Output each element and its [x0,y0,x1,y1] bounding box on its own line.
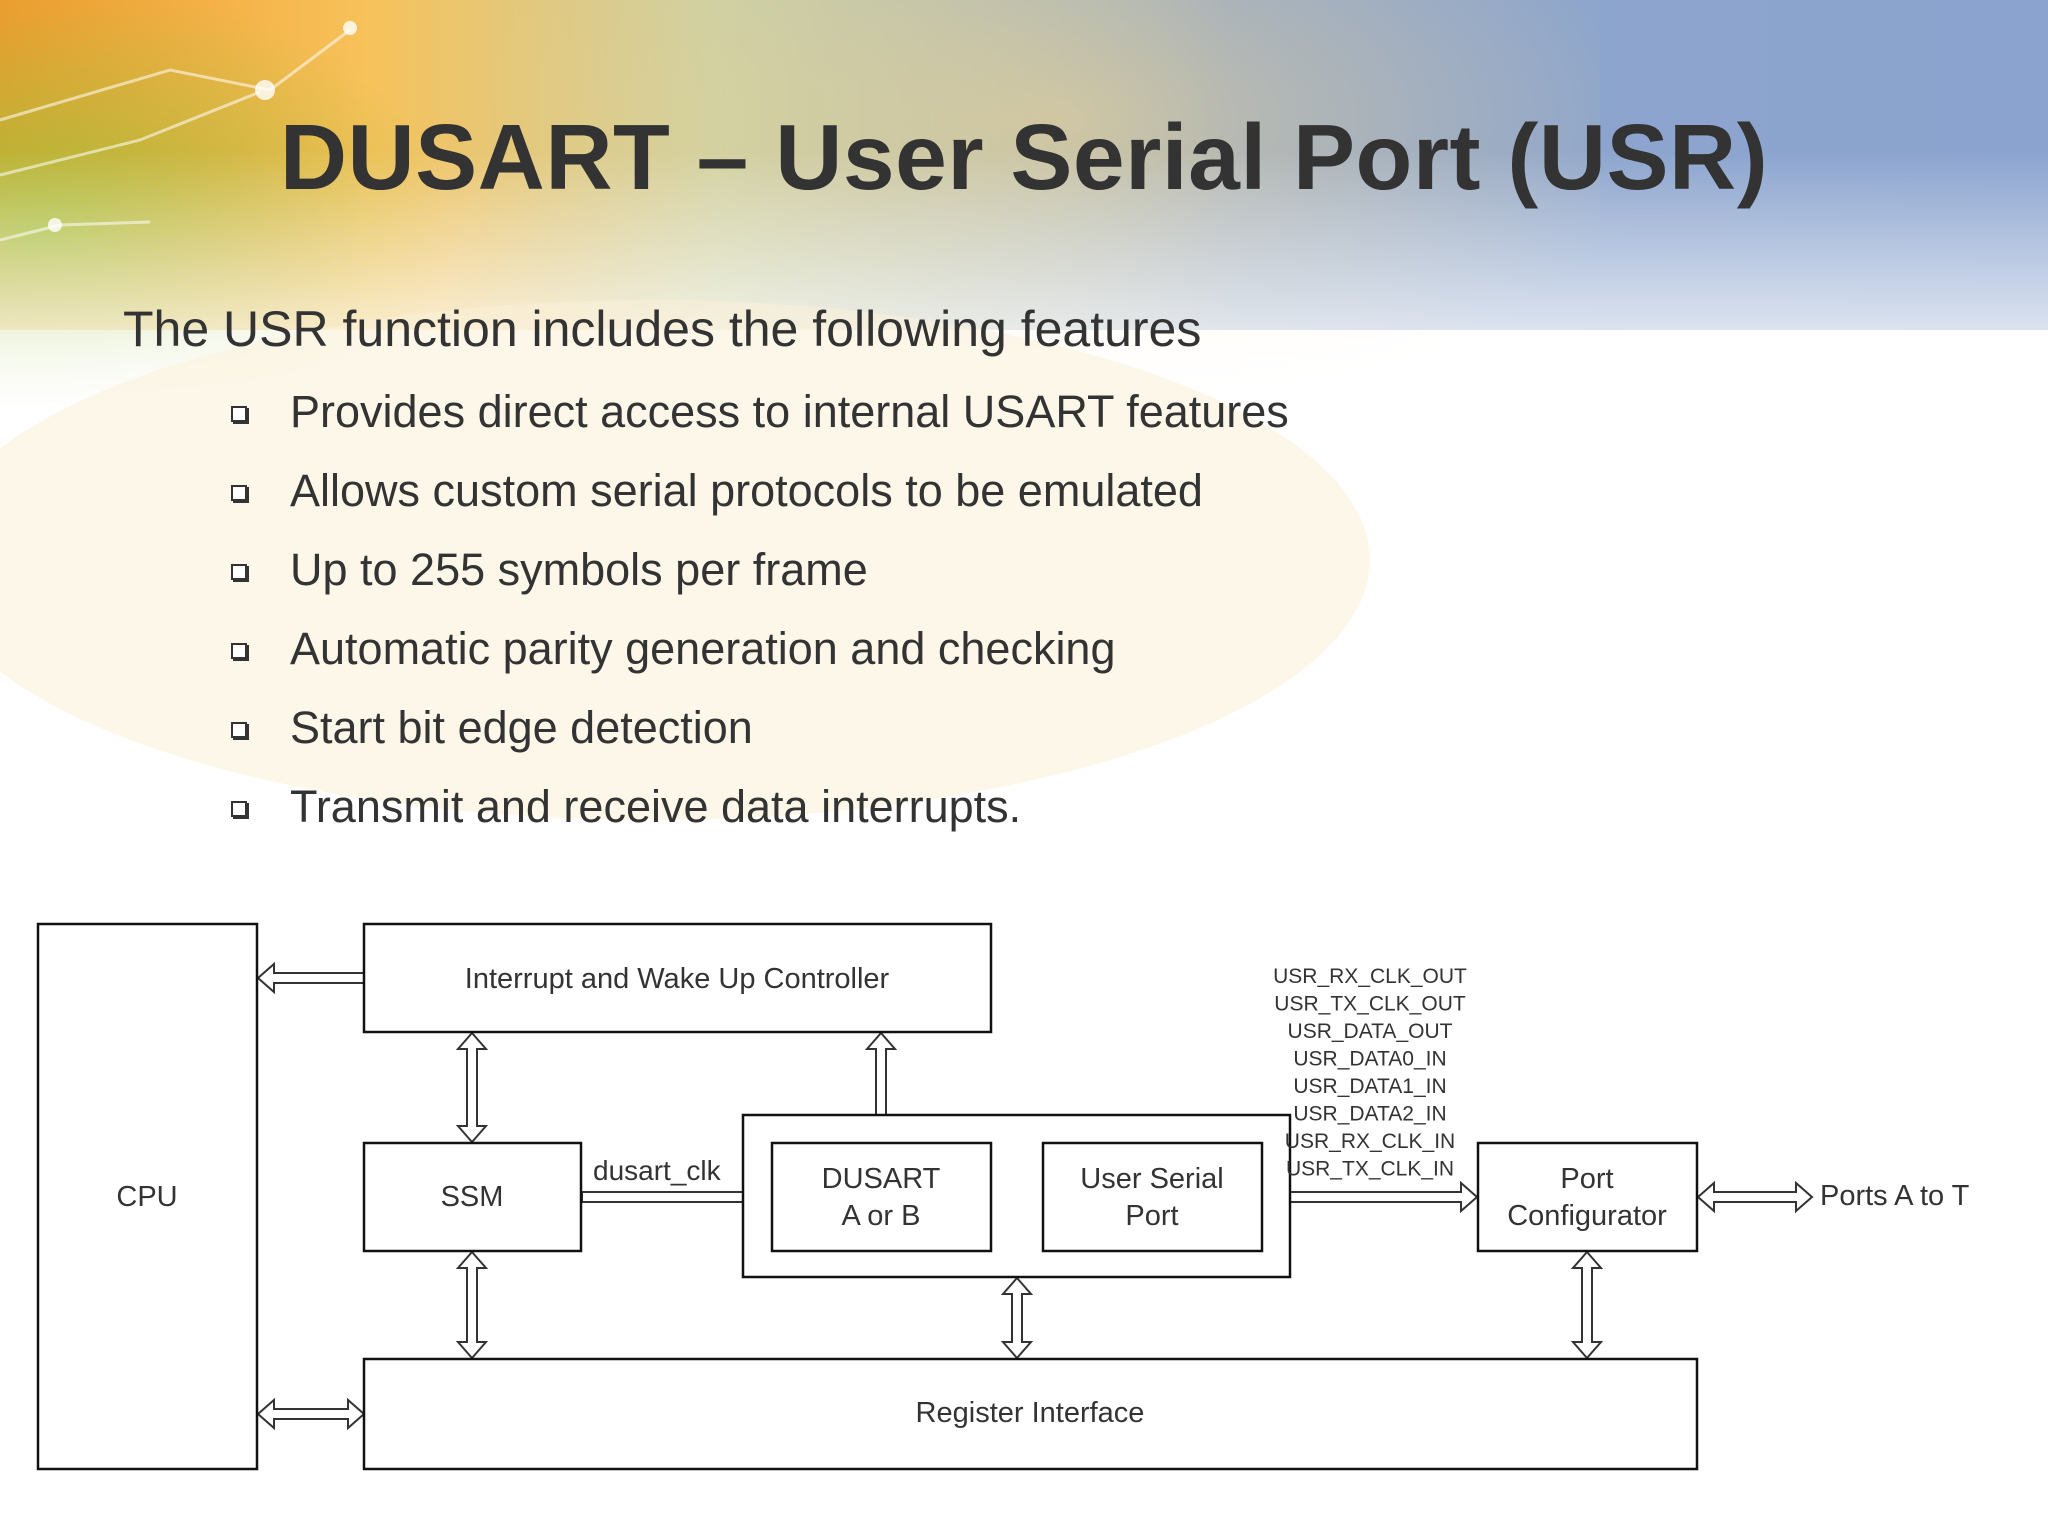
ssm-label: SSM [441,1181,504,1213]
user-serial-port-label: User Serial [1080,1163,1223,1195]
dusart-label: DUSART [822,1163,941,1195]
intro-text: The USR function includes the following … [123,301,1202,357]
cpu-label: CPU [116,1181,177,1213]
signal-label: USR_DATA_OUT [1288,1020,1453,1043]
signal-label: USR_RX_CLK_IN [1285,1130,1455,1153]
feature-list: Provides direct access to internal USART… [225,380,1289,854]
list-item: Allows custom serial protocols to be emu… [225,459,1289,538]
dusart-sublabel: A or B [842,1200,921,1232]
port-configurator-ports-arrow [1696,1180,1814,1214]
register-interface-block [362,1357,1699,1471]
user-serial-port-sublabel: Port [1125,1200,1178,1232]
signal-label: USR_DATA0_IN [1293,1048,1446,1071]
signal-label: USR_DATA2_IN [1293,1103,1446,1126]
list-item: Transmit and receive data interrupts. [225,775,1289,854]
square-bullet-icon [231,801,247,817]
list-item: Automatic parity generation and checking [225,617,1289,696]
interrupt-controller-block [362,922,993,1034]
user-serial-port-block [1041,1141,1264,1253]
signal-list: USR_RX_CLK_OUT USR_TX_CLK_OUT USR_DATA_OUT… [1273,965,1467,1181]
signal-label: USR_TX_CLK_OUT [1274,993,1466,1016]
square-bullet-icon [231,643,247,659]
port-configurator-sublabel: Configurator [1507,1200,1667,1232]
square-bullet-icon [231,722,247,738]
list-item: Start bit edge detection [225,696,1289,775]
ssm-block [362,1141,583,1253]
dusart-clk-label: dusart_clk [593,1155,722,1186]
square-bullet-icon [231,564,247,580]
square-bullet-icon [231,485,247,501]
dusart-block [770,1141,993,1253]
signal-label: USR_RX_CLK_OUT [1273,965,1467,988]
register-interface-label: Register Interface [916,1397,1145,1429]
cpu-block [36,922,259,1471]
port-configurator-block [1476,1141,1699,1253]
ports-label: Ports A to T [1820,1180,1970,1212]
signal-label: USR_DATA1_IN [1293,1075,1446,1098]
interrupt-controller-label: Interrupt and Wake Up Controller [465,963,890,995]
slide-title: DUSART – User Serial Port (USR) [279,105,1769,209]
square-bullet-icon [231,406,247,422]
signal-label: USR_TX_CLK_IN [1286,1158,1454,1181]
list-item: Up to 255 symbols per frame [225,538,1289,617]
port-configurator-label: Port [1560,1163,1613,1195]
list-item: Provides direct access to internal USART… [225,380,1289,459]
